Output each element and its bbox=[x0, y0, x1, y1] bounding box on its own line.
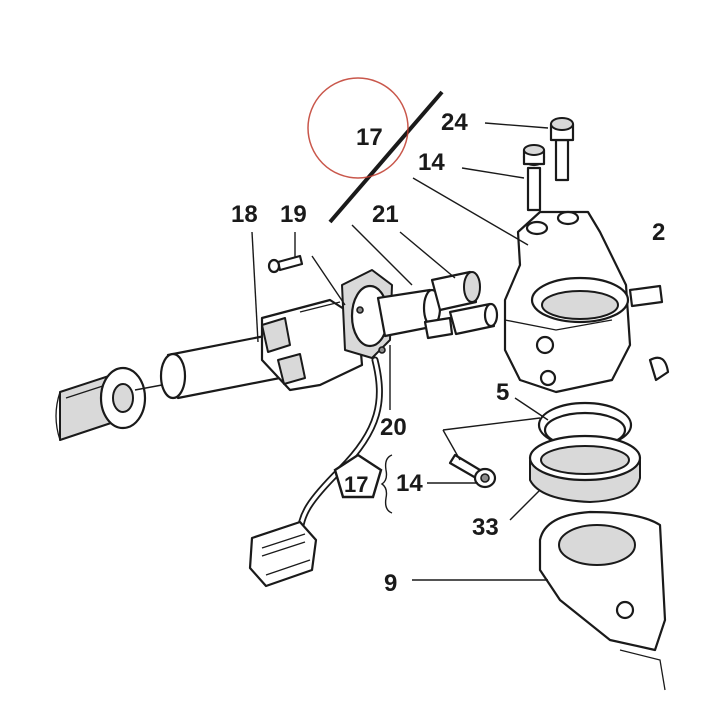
callout-20: 20 bbox=[380, 414, 407, 441]
callout-2-partial: 2 bbox=[652, 219, 665, 246]
callout-14-torque: 14 bbox=[396, 470, 423, 497]
callout-18: 18 bbox=[231, 201, 258, 228]
wire-connector bbox=[248, 520, 318, 588]
bracket bbox=[380, 454, 393, 514]
bolt-part-14-lower bbox=[448, 453, 497, 489]
washer bbox=[99, 366, 147, 430]
callout-9: 9 bbox=[384, 570, 397, 597]
bolt-part-14 bbox=[522, 144, 546, 212]
screw-part-19 bbox=[267, 254, 304, 274]
callout-14-top: 14 bbox=[418, 149, 445, 176]
throttle-assembly-part-20 bbox=[341, 269, 442, 359]
callout-33: 33 bbox=[472, 514, 499, 541]
callout-19: 19 bbox=[280, 201, 307, 228]
switch-housing bbox=[260, 298, 364, 392]
cylinder-part-21 bbox=[423, 270, 499, 340]
callout-24: 24 bbox=[441, 109, 468, 136]
lower-clamp-part-9 bbox=[538, 510, 667, 691]
callout-21: 21 bbox=[372, 201, 399, 228]
bolt-part-24 bbox=[549, 117, 575, 182]
highlight-circle bbox=[307, 77, 409, 179]
callout-17-circled: 17 bbox=[356, 124, 383, 151]
handlebar-clamp bbox=[503, 210, 670, 394]
bushing-part-33 bbox=[528, 434, 642, 503]
pentagon-badge-icon bbox=[333, 453, 383, 499]
leader-lines bbox=[134, 122, 549, 581]
assembly-axis-line bbox=[328, 90, 444, 224]
callout-17-badge: 17 bbox=[344, 472, 368, 497]
callout-5: 5 bbox=[496, 379, 509, 406]
